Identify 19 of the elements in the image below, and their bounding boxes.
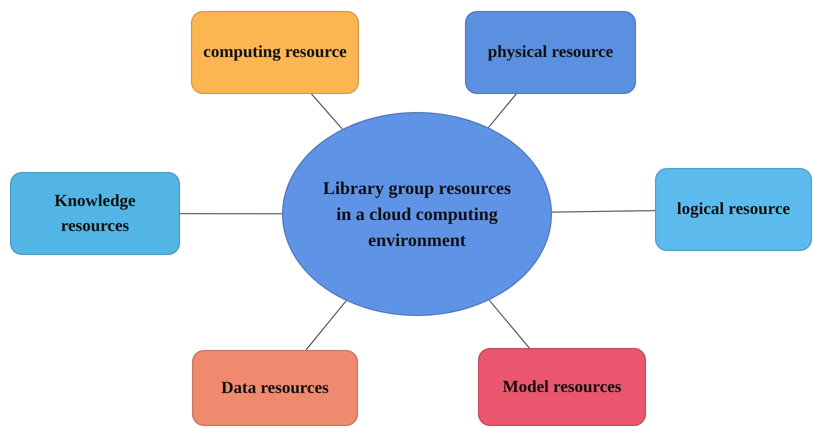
connector-line bbox=[551, 210, 656, 213]
connector-line bbox=[180, 213, 282, 214]
node-label: logical resource bbox=[676, 198, 792, 220]
node-label: Data resources bbox=[220, 376, 330, 399]
node-label: computing resource bbox=[202, 41, 348, 64]
resource-box bbox=[191, 11, 359, 94]
node-label: Library group resources in a cloud computing environment bbox=[322, 176, 512, 252]
node-label: Model resources bbox=[502, 376, 622, 398]
node-label: Knowledge resources bbox=[53, 190, 137, 236]
resource-box bbox=[465, 11, 636, 94]
connector-line bbox=[488, 94, 517, 128]
resource-box bbox=[655, 168, 812, 251]
resource-box bbox=[10, 172, 180, 255]
resource-box bbox=[478, 348, 646, 426]
resource-box bbox=[192, 350, 358, 426]
connector-line bbox=[311, 94, 343, 130]
connector-line bbox=[306, 300, 347, 350]
connector-line bbox=[488, 300, 530, 348]
node-label: physical resource bbox=[486, 41, 614, 64]
